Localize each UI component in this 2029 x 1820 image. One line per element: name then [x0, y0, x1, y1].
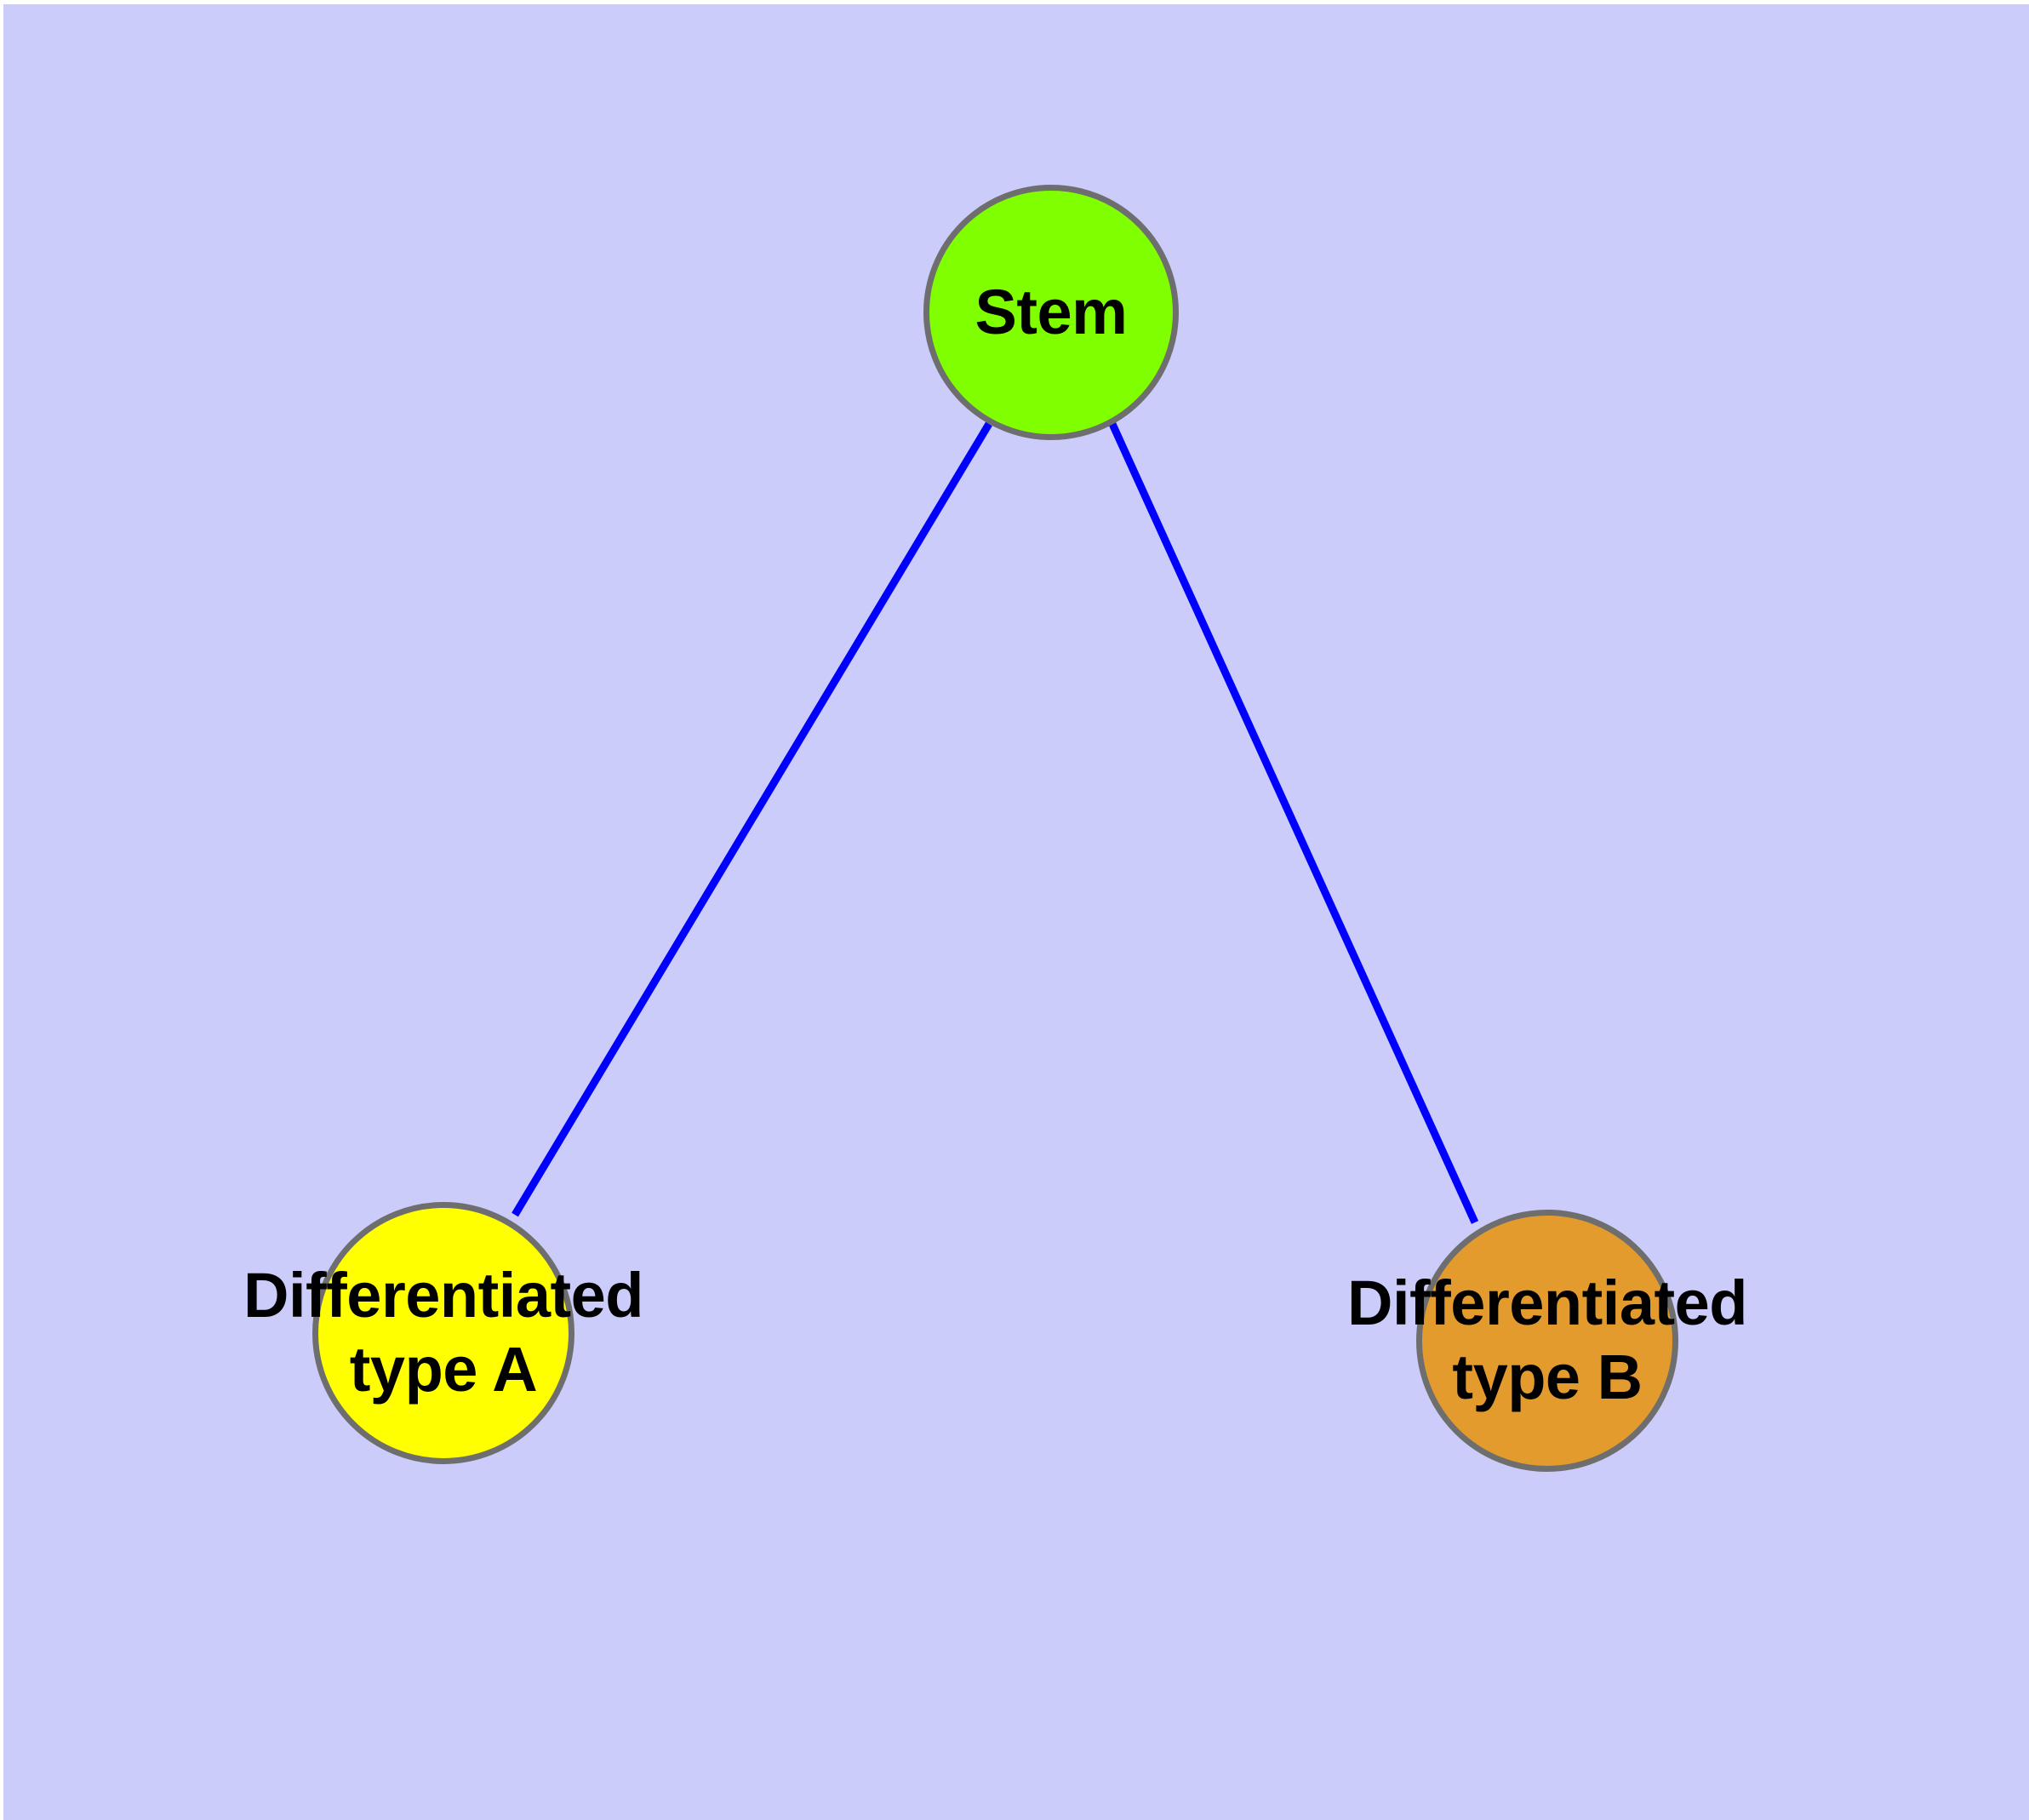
edge-stem-to-diff-a: [512, 421, 992, 1217]
node-differentiated-type-a[interactable]: [312, 1202, 574, 1464]
edge-stem-to-diff-b: [1108, 422, 1479, 1224]
node-differentiated-type-b[interactable]: [1416, 1210, 1678, 1472]
node-stem[interactable]: [923, 185, 1179, 440]
